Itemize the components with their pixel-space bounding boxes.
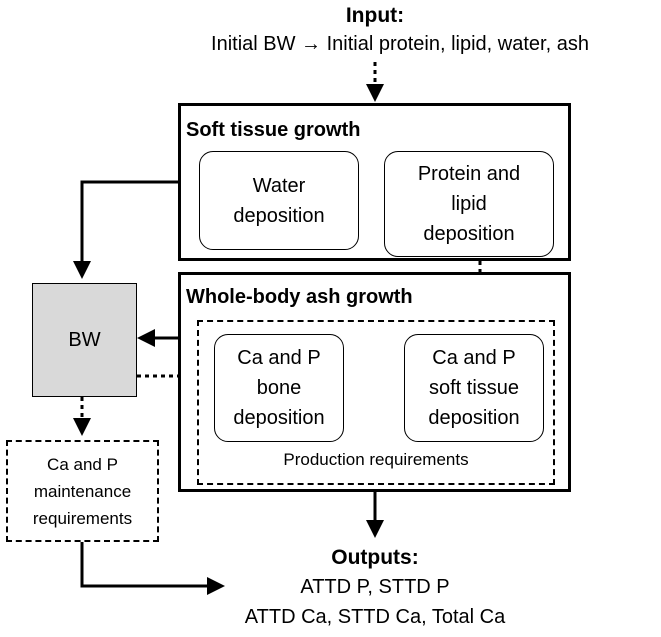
soft-tissue-deposition-line-1: Ca and P [432,347,516,369]
production-requirements-label: Production requirements [283,450,469,469]
ca-p-soft-tissue-deposition-box: Ca and P soft tissue deposition [404,334,544,442]
outputs-line-1: ATTD P, STTD P [300,576,450,598]
outputs-title: Outputs: [331,546,419,569]
input-text: Initial BW → Initial protein, lipid, wat… [211,33,589,55]
bw-box: BW [32,283,137,397]
whole-body-ash-growth-box: Whole-body ash growth Ca and P bone depo… [178,272,571,492]
bone-deposition-line-3: deposition [233,407,325,429]
soft-tissue-to-bw-arrow [73,180,180,279]
water-deposition-line-2: deposition [233,204,325,227]
ash-growth-title: Whole-body ash growth [186,286,413,308]
bone-deposition-line-2: bone [256,377,302,399]
soft-tissue-growth-title: Soft tissue growth [186,119,361,141]
soft-tissue-growth-box: Soft tissue growth Water deposition Prot… [178,103,571,261]
protein-lipid-line-2: lipid [451,193,487,215]
maintenance-line-1: Ca and P [47,454,118,474]
protein-lipid-line-3: deposition [423,223,515,245]
outputs-line-2: ATTD Ca, STTD Ca, Total Ca [244,606,506,628]
protein-lipid-deposition-box: Protein and lipid deposition [384,151,554,257]
maintenance-to-outputs-arrow [80,542,225,595]
water-deposition-box: Water deposition [199,151,359,250]
input-title: Input: [345,4,405,27]
maintenance-line-3: requirements [32,508,133,528]
soft-tissue-deposition-line-3: deposition [428,407,520,429]
maintenance-line-2: maintenance [33,481,132,501]
bone-deposition-line-1: Ca and P [237,347,321,369]
water-deposition-line-1: Water [252,174,306,197]
protein-lipid-line-1: Protein and [417,163,521,185]
ca-p-bone-deposition-box: Ca and P bone deposition [214,334,344,442]
soft-tissue-deposition-line-2: soft tissue [428,377,520,399]
production-requirements-box: Ca and P bone deposition Ca and P soft t… [197,320,555,485]
maintenance-requirements-box: Ca and P maintenance requirements [6,440,159,542]
